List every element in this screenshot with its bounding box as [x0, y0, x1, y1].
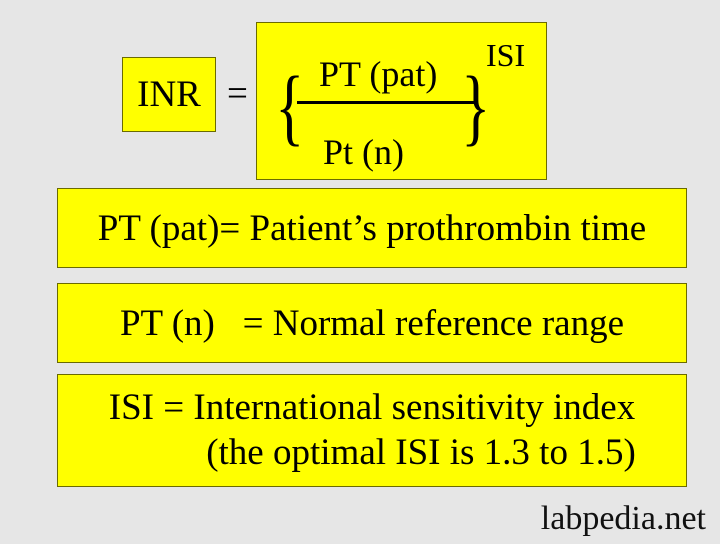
left-brace: { — [275, 58, 305, 154]
definition-isi: ISI = International sensitivity index (t… — [57, 374, 687, 487]
fraction-bar — [297, 101, 475, 104]
definition-text: PT (pat)= Patient’s prothrombin time — [97, 207, 647, 249]
formula-box: { PT (pat) Pt (n) } ISI — [256, 22, 547, 180]
inr-label: INR — [137, 74, 201, 115]
definition-text: PT (n) = Normal reference range — [119, 302, 625, 344]
inr-label-box: INR — [122, 57, 216, 132]
definition-pt-pat: PT (pat)= Patient’s prothrombin time — [57, 188, 687, 268]
equals-sign: = — [227, 73, 248, 114]
formula-numerator: PT (pat) — [319, 54, 438, 94]
definition-pt-n: PT (n) = Normal reference range — [57, 283, 687, 363]
formula-denominator: Pt (n) — [323, 132, 404, 172]
right-brace: } — [461, 58, 491, 154]
definition-text-line1: ISI = International sensitivity index — [108, 387, 636, 429]
definition-text-line2: (the optimal ISI is 1.3 to 1.5) — [206, 431, 636, 473]
formula-exponent: ISI — [486, 37, 526, 73]
source-watermark: labpedia.net — [540, 500, 706, 537]
